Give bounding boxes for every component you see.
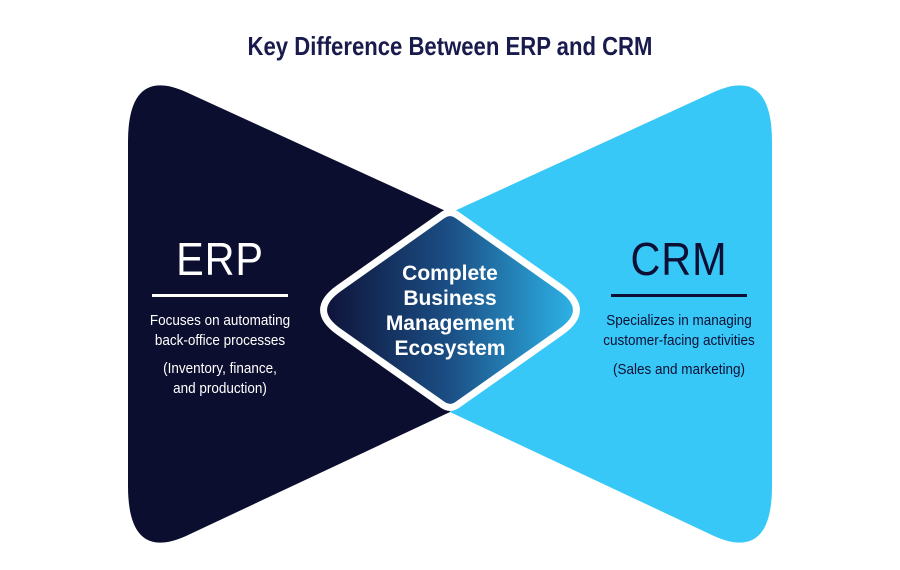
center-label-line1: Complete	[402, 262, 498, 285]
center-label-line4: Ecosystem	[394, 337, 506, 360]
crm-underline	[611, 294, 747, 297]
erp-examples-line2: and production)	[173, 380, 267, 397]
center-label-line3: Management	[385, 312, 515, 335]
erp-examples-line1: (Inventory, finance,	[163, 360, 277, 377]
erp-description: Focuses on automating back-office proces…	[130, 311, 310, 351]
erp-description-line1: Focuses on automating	[149, 312, 291, 329]
erp-arrow-shape	[128, 85, 450, 543]
crm-arrow-shape	[450, 85, 772, 543]
erp-heading: ERP	[176, 233, 264, 285]
erp-examples: (Inventory, finance, and production)	[130, 359, 310, 399]
center-label-line2: Business	[403, 287, 497, 310]
crm-examples-line1: (Sales and marketing)	[612, 361, 746, 378]
crm-description-line2: customer-facing activities	[603, 332, 755, 349]
crm-heading: CRM	[630, 233, 728, 285]
erp-description-line2: back-office processes	[154, 332, 286, 349]
center-diamond	[320, 209, 580, 411]
erp-underline	[152, 294, 288, 297]
center-ecosystem-label: Complete Business Management Ecosystem	[340, 261, 560, 361]
crm-description-line1: Specializes in managing	[606, 312, 752, 329]
crm-examples: (Sales and marketing)	[589, 360, 769, 380]
diagram-title: Key Difference Between ERP and CRM	[247, 31, 653, 61]
crm-description: Specializes in managing customer-facing …	[589, 311, 769, 351]
